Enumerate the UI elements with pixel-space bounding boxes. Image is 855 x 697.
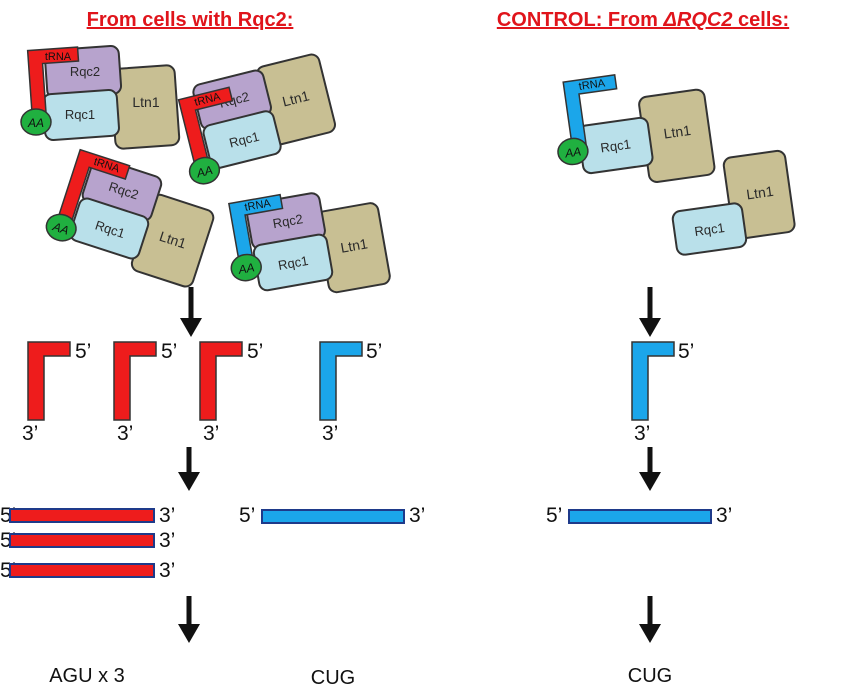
arrow-right-2 <box>639 447 661 491</box>
trna-label: tRNA <box>45 51 72 63</box>
rqc1-label: Rqc1 <box>693 220 725 239</box>
linear-red-3: 5’ 3’ <box>0 559 175 582</box>
aa-circle <box>45 213 77 242</box>
aa-label: AA <box>563 144 582 160</box>
trna-l-shape <box>631 341 675 421</box>
left-heading: From cells with Rqc2: <box>87 9 294 31</box>
aa-circle <box>188 156 221 185</box>
rqc1-label: Rqc1 <box>65 107 95 122</box>
released-trna-red-1: 5’ 3’ <box>22 340 91 445</box>
aa-label: AA <box>236 260 255 277</box>
ltn1-label: Ltn1 <box>132 94 159 110</box>
trna-l-shape <box>27 341 71 421</box>
rqc1-box <box>69 197 150 260</box>
five-prime-label: 5’ <box>161 340 177 363</box>
ltn1-label: Ltn1 <box>745 183 774 203</box>
linear-bar <box>261 509 405 524</box>
five-prime-label: 5’ <box>239 504 255 527</box>
three-prime-label: 3’ <box>634 422 650 445</box>
trna-label: tRNA <box>244 197 273 213</box>
three-prime-label: 3’ <box>716 504 732 527</box>
rqc1-label: Rqc1 <box>277 253 310 273</box>
output-left-blue: CUG <box>311 667 355 689</box>
complex-1: Ltn1 Rqc2 Rqc1 tRNA AA <box>20 45 181 150</box>
five-prime-label: 5’ <box>546 504 562 527</box>
five-prime-label: 5’ <box>75 340 91 363</box>
linear-blue-right: 5’ 3’ <box>546 504 732 527</box>
rqc1-box <box>202 110 282 169</box>
complex-2: Ltn1 Rqc2 Rqc1 tRNA AA <box>177 53 336 185</box>
linear-blue-left: 5’ 3’ <box>239 504 425 527</box>
three-prime-label: 3’ <box>322 422 338 445</box>
three-prime-label: 3’ <box>159 504 175 527</box>
arrow-right-3 <box>639 596 661 643</box>
output-left-red: AGU x 3 <box>49 665 125 687</box>
control-complex: Ltn1 Rqc1 tRNA AA <box>557 74 716 183</box>
ltn1-label: Ltn1 <box>663 122 692 142</box>
arrow-right-1 <box>639 287 661 337</box>
linear-bar <box>9 508 155 523</box>
aa-circle <box>557 137 589 166</box>
three-prime-label: 3’ <box>203 422 219 445</box>
linear-bar <box>568 509 712 524</box>
right-heading: CONTROL: From ΔRQC2 cells: <box>497 9 789 31</box>
aa-circle <box>20 108 52 136</box>
arrow-left-2 <box>178 447 200 491</box>
rqc2-label: Rqc2 <box>272 211 305 231</box>
three-prime-label: 3’ <box>117 422 133 445</box>
aa-label: AA <box>27 116 44 130</box>
trna-l-shape <box>319 341 363 421</box>
three-prime-label: 3’ <box>409 504 425 527</box>
ltn1-label: Ltn1 <box>281 87 312 109</box>
arrow-left-1 <box>180 287 202 337</box>
three-prime-label: 3’ <box>159 559 175 582</box>
arrow-left-3 <box>178 596 200 643</box>
linear-red-1: 5’ 3’ <box>0 504 175 527</box>
three-prime-label: 3’ <box>159 529 175 552</box>
arrows <box>178 287 661 643</box>
released-trna-blue-right: 5’ 3’ <box>631 340 694 445</box>
trna-l-shape <box>199 341 243 421</box>
ltn1-label: Ltn1 <box>339 235 369 256</box>
three-prime-label: 3’ <box>22 422 38 445</box>
aa-label: AA <box>50 219 71 238</box>
linear-bar <box>9 533 155 548</box>
released-trna-red-3: 5’ 3’ <box>199 340 263 445</box>
linear-red-2: 5’ 3’ <box>0 529 175 552</box>
trna-label: tRNA <box>578 77 606 93</box>
five-prime-label: 5’ <box>366 340 382 363</box>
complex-4: Ltn1 Rqc2 Rqc1 tRNA AA <box>228 192 391 294</box>
rqc1-label: Rqc1 <box>228 129 261 151</box>
rqc2-label: Rqc2 <box>70 64 100 79</box>
linear-bar <box>9 563 155 578</box>
rqc1-box <box>671 202 748 256</box>
five-prime-label: 5’ <box>247 340 263 363</box>
complex-3: Ltn1 Rqc2 Rqc1 tRNA AA <box>45 148 215 288</box>
five-prime-label: 5’ <box>678 340 694 363</box>
rqc1-label: Rqc1 <box>600 136 632 155</box>
output-right: CUG <box>628 665 672 687</box>
aa-label: AA <box>194 163 214 181</box>
trna-l-shape <box>113 341 157 421</box>
released-trna-blue-left: 5’ 3’ <box>319 340 382 445</box>
released-trna-red-2: 5’ 3’ <box>113 340 177 445</box>
control-ltn1-rqc1: Ltn1 Rqc1 <box>671 149 796 256</box>
aa-circle <box>230 253 262 282</box>
